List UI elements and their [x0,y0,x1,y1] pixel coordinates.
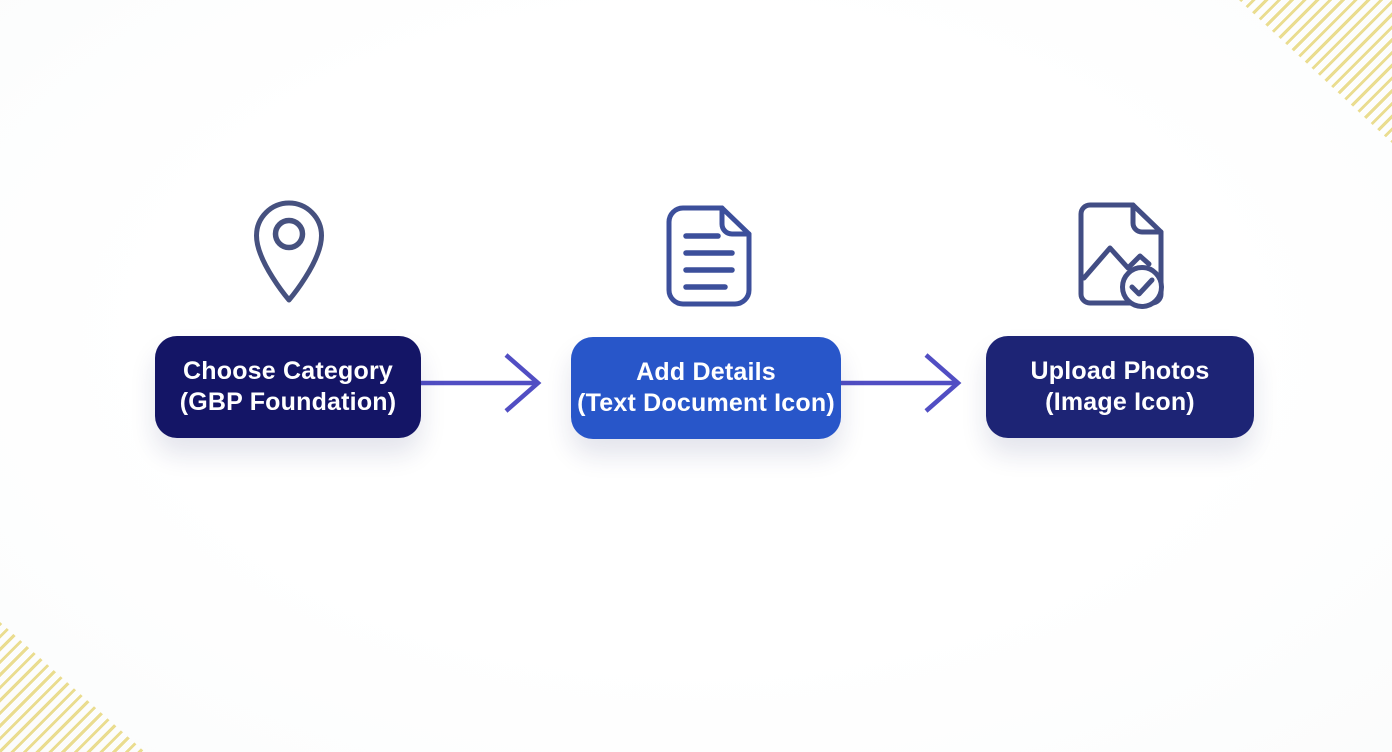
step-label-line1: Choose Category [183,357,393,385]
step-label-line2: (Image Icon) [1045,388,1195,416]
step-box-add-details: Add Details (Text Document Icon) [571,337,841,439]
step-label-line2: (Text Document Icon) [577,389,835,417]
step-label-line2: (GBP Foundation) [179,388,397,416]
arrow-right-icon [841,353,962,413]
step-label-line1: Add Details [636,358,776,386]
step-box-choose-category: Choose Category (GBP Foundation) [155,336,421,438]
step-label-line1: Upload Photos [1030,357,1210,385]
stripes-bottom-left-decoration [0,622,145,752]
stripes-top-right-decoration [1239,0,1392,143]
step-box-upload-photos: Upload Photos (Image Icon) [986,336,1254,438]
image-check-icon [1078,202,1164,309]
arrow-right-icon [421,353,542,413]
text-document-icon [666,205,752,307]
location-pin-icon [254,200,324,303]
